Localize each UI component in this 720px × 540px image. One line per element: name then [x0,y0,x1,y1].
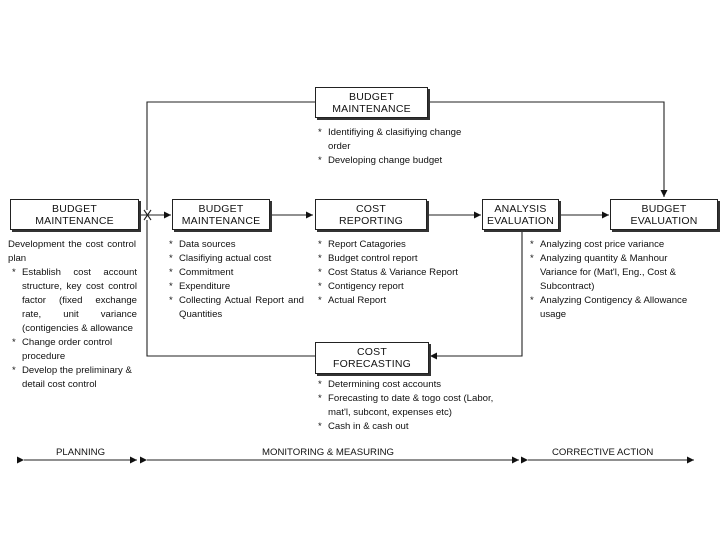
list-item: Forecasting to date & togo cost (Labor, … [318,392,510,420]
list-item: Commitment [169,266,304,280]
phase-label-corrective: CORRECTIVE ACTION [548,447,658,459]
list-item: Cost Status & Variance Report [318,266,488,280]
cost-reporting-box: COST REPORTING [315,199,427,230]
budget-maintenance-planning-box: BUDGET MAINTENANCE [10,199,139,230]
list-item: Analyzing Contigency & Allowance usage [530,294,702,322]
list-item: Collecting Actual Report and Quantities [169,294,304,322]
box-label-line1: COST [357,346,387,358]
monitor-notes: Data sources Clasifiying actual cost Com… [169,238,304,322]
reporting-notes: Report Catagories Budget control report … [318,238,488,308]
list-item: Analyzing quantity & Manhour Variance fo… [530,252,702,294]
loop-top-to-evaluation [428,101,668,197]
box-label-line1: BUDGET [641,202,687,215]
phase-label-monitoring: MONITORING & MEASURING [258,447,399,459]
loop-analysis-to-forecast [430,228,523,360]
box-label-line2: REPORTING [338,214,404,227]
list-item: Report Catagories [318,238,488,252]
box-label-line1: BUDGET [198,202,244,215]
budget-maintenance-top-box: BUDGET MAINTENANCE [315,87,428,118]
list-item: Analyzing cost price variance [530,238,702,252]
list-item: Actual Report [318,294,488,308]
box-label-line2: MAINTENANCE [181,214,261,227]
box-label-line1: COST [356,202,386,215]
junction-cross-b [143,209,152,221]
box-label-line1: BUDGET [52,202,97,215]
cost-forecasting-box: COST FORECASTING [315,342,429,374]
box-label-line1: BUDGET [349,90,394,103]
planning-intro: Development the cost control plan [8,239,136,264]
list-item: Developing change budget [318,154,483,168]
budget-evaluation-box: BUDGET EVALUATION [610,199,718,230]
list-item: Expenditure [169,280,304,294]
analysis-evaluation-box: ANALYSIS EVALUATION [482,199,559,230]
evaluation-notes: Analyzing cost price variance Analyzing … [530,238,702,322]
box-label-line1: ANALYSIS [494,202,547,215]
list-item: Determining cost accounts [318,378,510,392]
loop-forecast-to-junction [146,220,315,357]
list-item: Identifiying & clasifiying change order [318,126,483,154]
change-order-notes: Identifiying & clasifiying change order … [318,126,483,168]
box-label-line2: MAINTENANCE [35,214,114,227]
box-label-line2: EVALUATION [630,214,698,227]
forecast-notes: Determining cost accounts Forecasting to… [318,378,510,434]
phase-label-planning: PLANNING [52,447,110,459]
list-item: Establish cost account structure, key co… [12,266,137,336]
list-item: Data sources [169,238,304,252]
box-label-line2: EVALUATION [487,214,554,227]
list-item: Clasifiying actual cost [169,252,304,266]
box-label-line2: FORECASTING [332,358,412,370]
list-item: Change order control procedure [12,336,137,364]
list-item: Cash in & cash out [318,420,510,434]
planning-notes: Establish cost account structure, key co… [12,266,137,392]
box-label-line2: MAINTENANCE [332,102,411,115]
list-item: Develop the preliminary & detail cost co… [12,364,137,392]
budget-maintenance-monitor-box: BUDGET MAINTENANCE [172,199,270,230]
list-item: Budget control report [318,252,488,266]
list-item: Contigency report [318,280,488,294]
loop-to-top-maintenance [146,101,315,210]
